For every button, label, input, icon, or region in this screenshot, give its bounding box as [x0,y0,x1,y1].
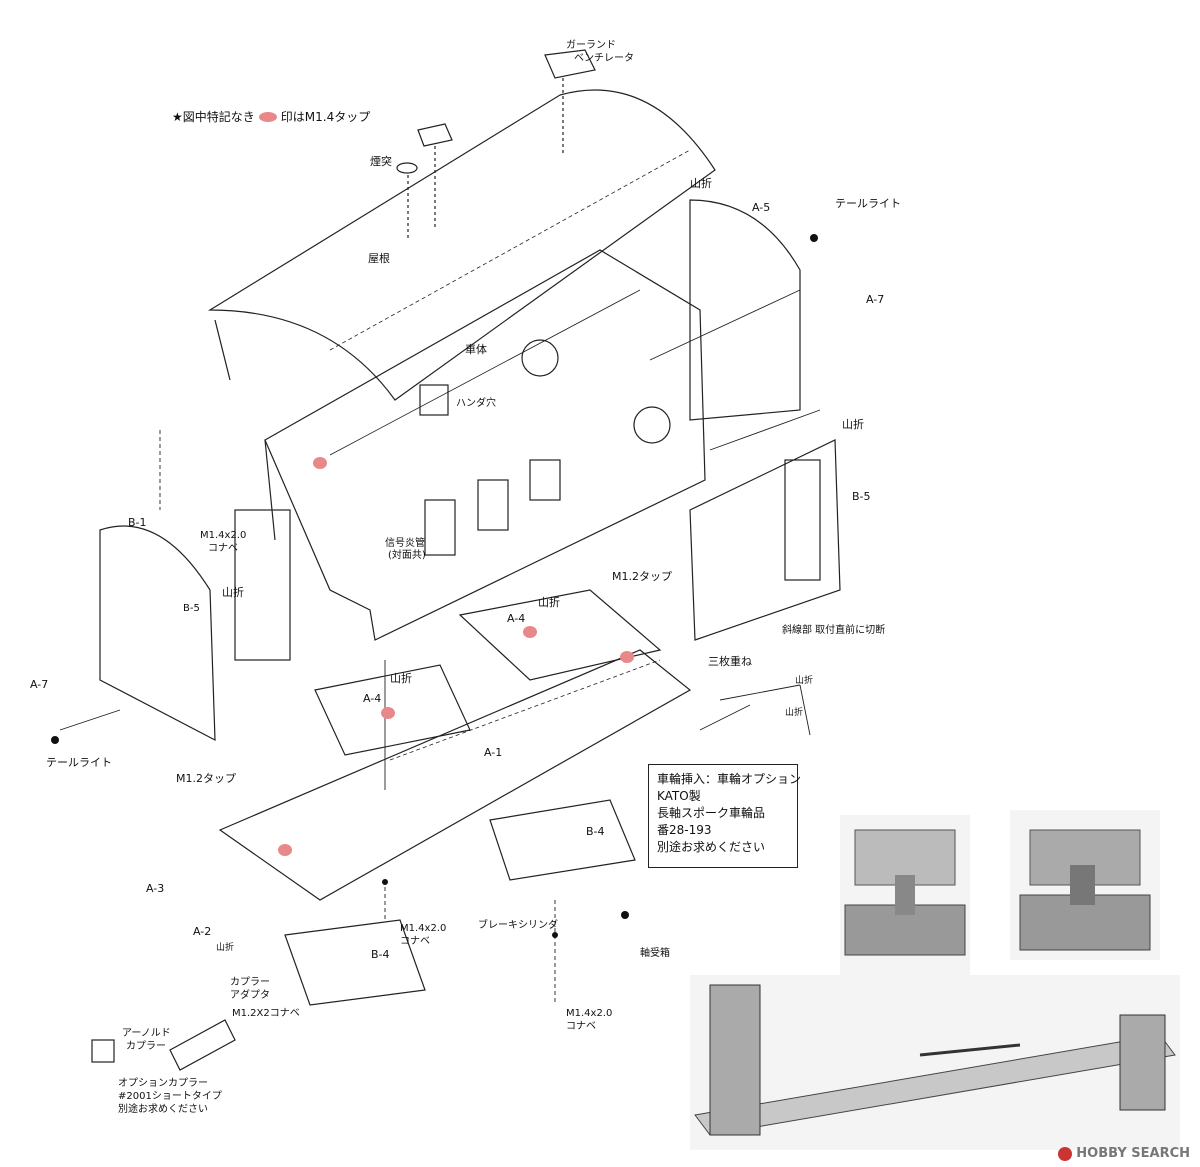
note-line-5: 別途お求めください [657,840,766,854]
red-dot-icon [258,111,277,122]
part-b5-front: B-5 [183,603,200,614]
legend-star-text: ★図中特記なき [172,110,255,124]
tail-light-label-1: テールライト [835,197,901,210]
arnold-coupler-label-1: アーノルド [122,1028,171,1039]
part-a2: A-2 [193,925,212,938]
screw-m14-label-1a: M1.4x2.0 [200,530,247,541]
option-coupler-label-2: #2001ショートタイプ [118,1091,222,1102]
floor-plates [314,589,662,756]
mountain-fold-label-3: 山折 [222,586,244,599]
end-panel-b1 [99,509,291,742]
mountain-fold-label-1: 山折 [690,177,712,190]
chimney-label: 煙突 [370,155,392,168]
chassis-a1 [218,649,692,901]
part-b4-left: B-4 [371,948,390,961]
note-line-2: KATO製 [657,789,701,803]
mountain-fold-label-2: 山折 [842,418,864,431]
end-panel-b5 [689,439,841,641]
end-panel-a5 [689,199,801,421]
brake-cylinder-label: ブレーキシリンダ [478,920,558,931]
bogie-photo-1 [840,815,970,975]
mountain-fold-label-8: 山折 [785,708,804,718]
signal-horn-label-2: (対面共) [388,550,426,561]
triple-layer-label: 三枚重ね [708,655,752,668]
note-line-1: 車輪挿入：車輪オプション [657,772,802,786]
wheel-note-box: 車輪挿入：車輪オプション KATO製 長軸スポーク車輪品 番28-193 別途お… [648,764,802,868]
option-coupler-label-3: 別途お求めください [118,1104,208,1115]
part-a7-left: A-7 [30,678,49,691]
coupler-parts [91,1019,236,1071]
screw-m14-label-1b: コナベ [208,543,238,554]
tail-light-label-2: テールライト [46,756,112,769]
hobbysearch-logo-icon [1058,1146,1073,1161]
mountain-fold-label-5: 山折 [390,672,412,685]
screw-m14-label-2b: コナベ [400,936,430,947]
note-line-4: 番28-193 [657,823,712,837]
screw-m14-label-2a: M1.4x2.0 [400,923,447,934]
note-line-3: 長軸スポーク車輪品 [657,806,766,820]
body-part [264,249,706,641]
coupler-adapter-label-2: アダプタ [230,990,270,1001]
tap-legend: ★図中特記なき 印はM1.4タップ [172,108,370,125]
bogies-b4 [284,799,636,1006]
mountain-fold-label-4: 山折 [538,596,560,609]
m14-tap-markers [278,457,634,856]
ventilator-parts [396,49,596,240]
part-b1: B-1 [128,516,147,529]
leader-lines [59,289,821,1005]
part-a1: A-1 [484,746,503,759]
body-label: 車体 [465,343,487,356]
garland-label-2: ベンチレータ [574,53,634,64]
screw-m14-label-3b: コナベ [566,1021,596,1032]
mountain-fold-label-7: 山折 [795,676,814,686]
part-a7-right: A-7 [866,293,885,306]
roof-part [207,89,716,401]
tap-m12-label-1: M1.2タップ [612,570,672,583]
arnold-coupler-label-2: カプラー [126,1041,166,1052]
watermark-text: HOBBY SEARCH [1076,1146,1190,1161]
part-a5: A-5 [752,201,771,214]
coupler-adapter-label-1: カプラー [230,977,270,988]
roof-label: 屋根 [368,252,390,265]
bogie-photo-2 [1010,810,1160,960]
axle-box-label: 軸受箱 [640,948,670,959]
garland-label-1: ガーランド [566,40,616,51]
watermark: HOBBY SEARCH [1058,1146,1190,1161]
part-b4-right: B-4 [586,825,605,838]
signal-horn-label-1: 信号炎管 [385,538,425,549]
tap-m12-label-2: M1.2タップ [176,772,236,785]
part-a4-lower: A-4 [363,692,382,705]
screw-m14-label-3a: M1.4x2.0 [566,1008,613,1019]
part-a4-upper: A-4 [507,612,526,625]
screw-markers [51,234,818,938]
part-b5-rear: B-5 [852,490,871,503]
option-coupler-label-1: オプションカプラー [118,1078,208,1089]
part-a3: A-3 [146,882,165,895]
solder-hole-label: ハンダ穴 [456,398,496,409]
screw-m12-label: M1.2X2コナベ [232,1008,300,1019]
legend-suffix-text: 印はM1.4タップ [280,110,371,124]
mountain-fold-label-6: 山折 [216,943,235,953]
chassis-photo [690,975,1180,1150]
diagonal-cut-label: 斜線部 取付直前に切断 [782,625,886,636]
